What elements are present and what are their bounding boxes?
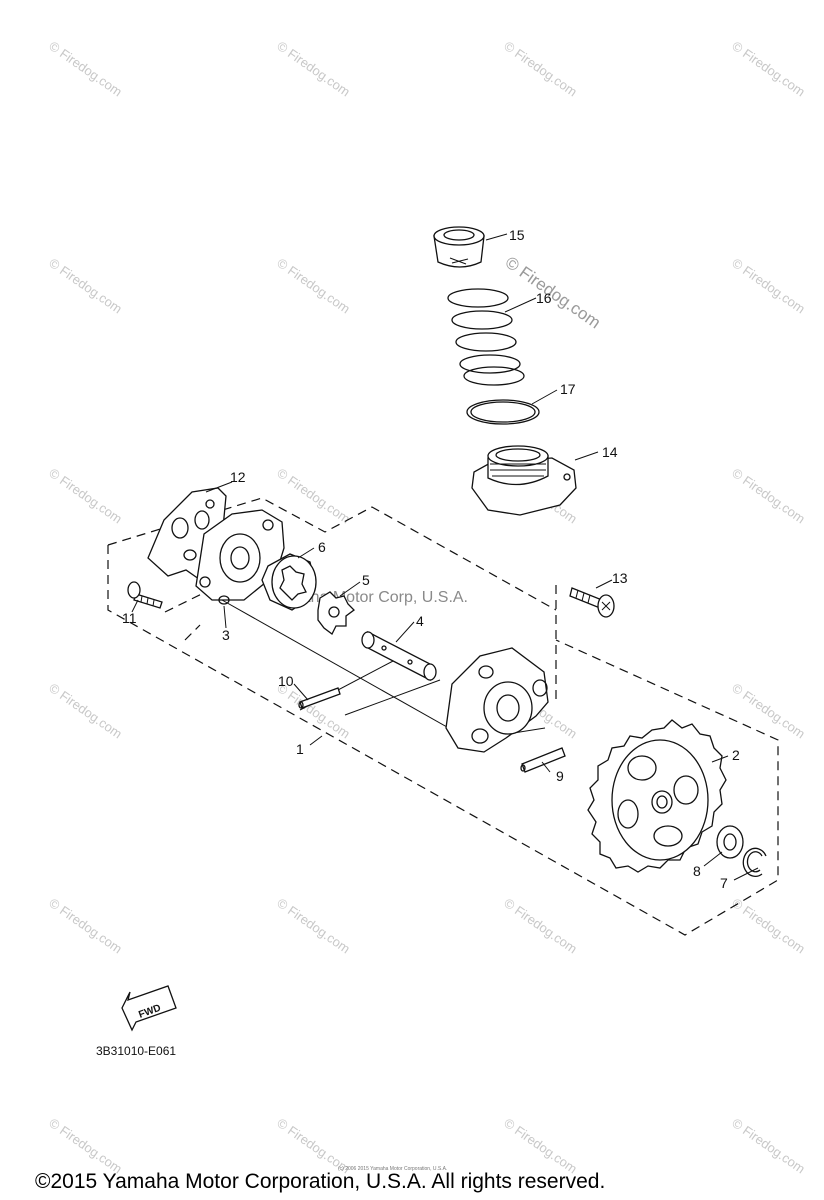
- part-8-washer: [716, 825, 744, 859]
- watermark: © Firedog.com: [729, 465, 808, 526]
- copyright-notice: ©2015 Yamaha Motor Corporation, U.S.A. A…: [35, 1170, 605, 1193]
- part-9-pin: [520, 747, 566, 773]
- watermark: © Firedog.com: [729, 895, 808, 956]
- part-5-inner-rotor: [317, 591, 355, 635]
- callout-2: 2: [732, 747, 740, 763]
- part-1-pump-housing: [445, 647, 549, 753]
- callout-5: 5: [362, 572, 370, 588]
- watermark: © Firedog.com: [46, 1115, 125, 1176]
- callout-12: 12: [230, 469, 246, 485]
- part-10-pin: [298, 687, 341, 709]
- part-4-shaft: [361, 630, 437, 682]
- watermark: © Firedog.com: [274, 465, 353, 526]
- small-print: (c) 2006 2015 Yamaha Motor Corporation, …: [338, 1166, 447, 1172]
- watermark: © Firedog.com: [729, 255, 808, 316]
- callout-17: 17: [560, 381, 576, 397]
- part-2-driven-gear: [587, 719, 727, 873]
- fwd-arrow-icon: FWD: [121, 985, 177, 1032]
- watermark: © Firedog.com: [46, 255, 125, 316]
- part-11-bolt: [127, 581, 163, 609]
- callout-10: 10: [278, 673, 294, 689]
- callout-4: 4: [416, 613, 424, 629]
- watermark: © Firedog.com: [274, 255, 353, 316]
- watermark: © Firedog.com: [274, 895, 353, 956]
- part-15-cap: [433, 226, 485, 268]
- watermark: © Firedog.com: [501, 895, 580, 956]
- part-16-spring: [447, 288, 525, 386]
- watermark: © Firedog.com: [501, 38, 580, 99]
- diagram-code: 3B31010-E061: [96, 1044, 176, 1058]
- watermark-prominent: © Firedog.com: [502, 253, 604, 333]
- watermark: © Firedog.com: [274, 38, 353, 99]
- watermark: © Firedog.com: [46, 38, 125, 99]
- watermark: © Firedog.com: [729, 38, 808, 99]
- part-17-o-ring: [466, 399, 540, 425]
- callout-3: 3: [222, 627, 230, 643]
- callout-6: 6: [318, 539, 326, 555]
- watermark: © Firedog.com: [46, 895, 125, 956]
- watermark: © Firedog.com: [729, 1115, 808, 1176]
- callout-numbers: 15 16 17 14 12 6 5 13 11 4 3 10 1 2 9 8 …: [122, 227, 740, 891]
- watermark: © Firedog.com: [729, 680, 808, 741]
- callout-15: 15: [509, 227, 525, 243]
- watermark: © Firedog.com: [46, 680, 125, 741]
- watermark: © Firedog.com: [46, 465, 125, 526]
- part-13-screw: [569, 587, 615, 618]
- callout-8: 8: [693, 863, 701, 879]
- callout-13: 13: [612, 570, 628, 586]
- callout-7: 7: [720, 875, 728, 891]
- callout-16: 16: [536, 290, 552, 306]
- callout-9: 9: [556, 768, 564, 784]
- callout-1: 1: [296, 741, 304, 757]
- part-6-outer-rotor: [261, 553, 317, 611]
- watermark: © Firedog.com: [274, 680, 353, 741]
- part-7-circlip: [742, 847, 767, 877]
- callout-11: 11: [122, 610, 137, 626]
- leader-lines: [131, 233, 759, 881]
- callout-14: 14: [602, 444, 618, 460]
- part-3-pump-cover: [195, 509, 285, 605]
- watermark: © Firedog.com: [501, 1115, 580, 1176]
- part-14-plug-housing: [471, 445, 577, 516]
